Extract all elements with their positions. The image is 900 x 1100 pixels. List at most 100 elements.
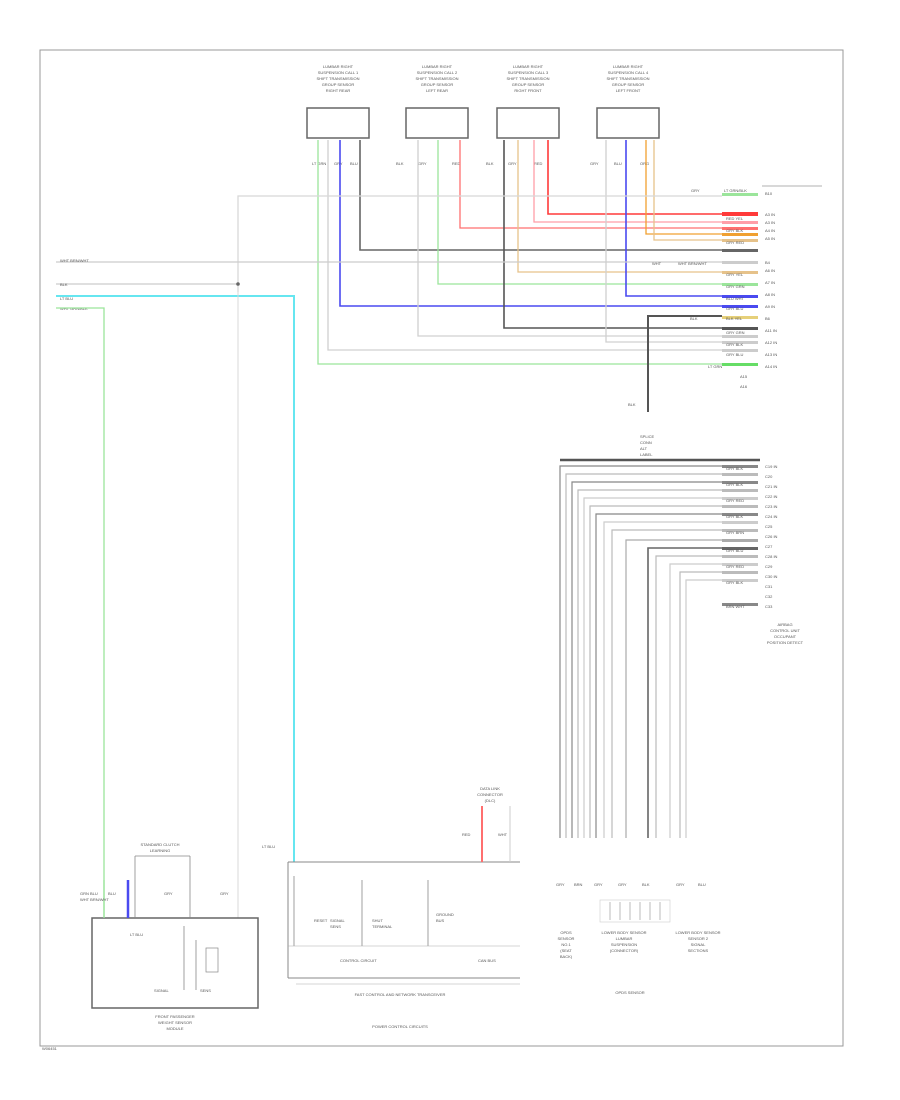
module-sub-label: CAN BUS [478,958,496,963]
pin-label: WHT [498,832,508,837]
connector-1-label: LUMBAR RIGHT [323,64,354,69]
pin-label: RED [534,161,543,166]
module-title: FAST CONTROL AND NETWORK TRANSCEIVER [355,992,446,997]
wire-color-label: GRY BLK [726,580,744,585]
module-top-label: STANDARD CLUTCH [140,842,179,847]
harness-pin: A3 IN [765,212,775,217]
sensor-group-label: SIGNAL [691,942,706,947]
harness-pin: A13 IN [765,352,777,357]
pin-label: BLU [698,882,706,887]
harness-pin: C30 IN [765,574,778,579]
pin-label: GRN BLU [80,891,98,896]
connector-3-label: GROUP SENSOR [512,82,545,87]
connector-2-label: LEFT REAR [426,88,448,93]
wire-color-label: GRY BLK [726,482,744,487]
wire-color-label: GRY BLK [726,466,744,471]
harness-pin: C31 [765,584,773,589]
splice-label-line: LABEL [640,452,653,457]
connector-4-label: LEFT FRONT [616,88,641,93]
wire-color-label: LT GRN/BLK [724,188,747,193]
wire-pink [459,140,722,229]
splice-label: SPLICE CONN ALT LABEL [640,434,655,457]
harness-pin: A3 IN [765,220,775,225]
harness-pin: A7 IN [765,280,775,285]
connector-2-label: GROUP SENSOR [421,82,454,87]
wire-color-label: LT GRN [708,364,722,369]
pin-label: GRY [334,161,343,166]
pin-label: RED [462,832,471,837]
wire-color-label: GRY GRN [726,284,745,289]
left-wires [56,292,295,918]
connector-1-label: GROUP SENSOR [322,82,355,87]
harness-pin: C23 IN [765,504,778,509]
sensor-group-label: SECTIONS [688,948,709,953]
wire-tan [517,140,722,273]
sensor-group-label: SENSOR [558,936,575,941]
ecu-label-line: CONTROL UNIT [770,628,800,633]
module-inner-label: RESET [314,918,328,923]
left-wire-label: LT BLU [60,296,73,301]
dlc-label: CONNECTOR [477,792,503,797]
wire-color-label: BLU WHT [726,296,745,301]
connector-3-label: SUSPENSION CALL 3 [508,70,549,75]
ecu-label-line: OCCUPANT [774,634,797,639]
pin-label: BRN [574,882,583,887]
top-connector-2: LUMBAR RIGHT SUSPENSION CALL 2 SHIFT TRA… [405,64,469,139]
sensor-group-label: LOWER BODY SENSOR [675,930,720,935]
harness-pin: A11 IN [765,328,777,333]
harness-pin: C29 [765,564,773,569]
sensor-group-label: NO.1 [561,942,571,947]
sensor-group-label: SUSPENSION [611,942,637,947]
connector-4-label: SUSPENSION CALL 4 [608,70,649,75]
splice-dot [236,282,240,286]
harness-pin: A5 IN [765,236,775,241]
harness-pin: C24 IN [765,514,778,519]
pin-label: GRY [508,161,517,166]
wire-gry [417,140,722,337]
dlc-label: (DLC) [485,798,496,803]
pin-label: LT BLU [262,844,275,849]
wire-color-label: GRY BLU [726,548,744,553]
pin-label: GRY [590,161,599,166]
wire-color-label: GRY GRN [726,330,745,335]
wire-color-label: GRY BLU [726,352,744,357]
module-inner-label: SIGNAL [330,918,345,923]
pin-label: BLU [350,161,358,166]
module-title: MODULE [166,1026,183,1031]
harness-pin: C33 [765,604,773,609]
module-inner-label: GROUND [436,912,454,917]
connector-3-label: RIGHT FRONT [514,88,542,93]
harness-pin: A12 IN [765,340,777,345]
wire-color-label: BLK [690,316,698,321]
pin-label: BLK [396,161,404,166]
connector-1-label: SUSPENSION CALL 1 [318,70,359,75]
wire-color-label: GRY [691,188,700,193]
module-inner-label: SIGNAL [154,988,169,993]
connector-1-label: RIGHT REAR [326,88,351,93]
connector-2-label: SHIFT TRANSMISSION [416,76,459,81]
harness-pin: A6 IN [765,268,775,273]
harness-pin: A14 IN [765,364,777,369]
harness-pin: A8 IN [765,292,775,297]
harness-stubs-top [722,193,758,366]
sensor-group-label: (CONNECTOR) [610,948,639,953]
wire-blk [503,140,722,329]
pin-label: BLK [486,161,494,166]
harness-pin: C25 [765,524,773,529]
splice-label-line: SPLICE [640,434,655,439]
module-inner-label: LT BLU [130,932,143,937]
wire-red [547,140,722,215]
splice-wire [647,315,722,412]
harness-pin: B4 [765,260,771,265]
harness-pin: A16 [740,384,748,389]
pin-label: LT GRN [312,161,326,166]
module-title: WEIGHT SENSOR [158,1020,192,1025]
module-inner-label: TERMINAL [372,924,393,929]
connector-3-label: LUMBAR RIGHT [513,64,544,69]
bottom-left-module: STANDARD CLUTCH LEARNING GRN BLU WHT BRN… [80,842,259,1031]
harness-pin: B6 [765,316,771,321]
harness-pin: C21 IN [765,484,778,489]
harness-pin: C22 IN [765,494,778,499]
harness-labels-top: LT GRN/BLK GRY B10 A3 IN RED YEL A3 IN G… [652,188,777,389]
